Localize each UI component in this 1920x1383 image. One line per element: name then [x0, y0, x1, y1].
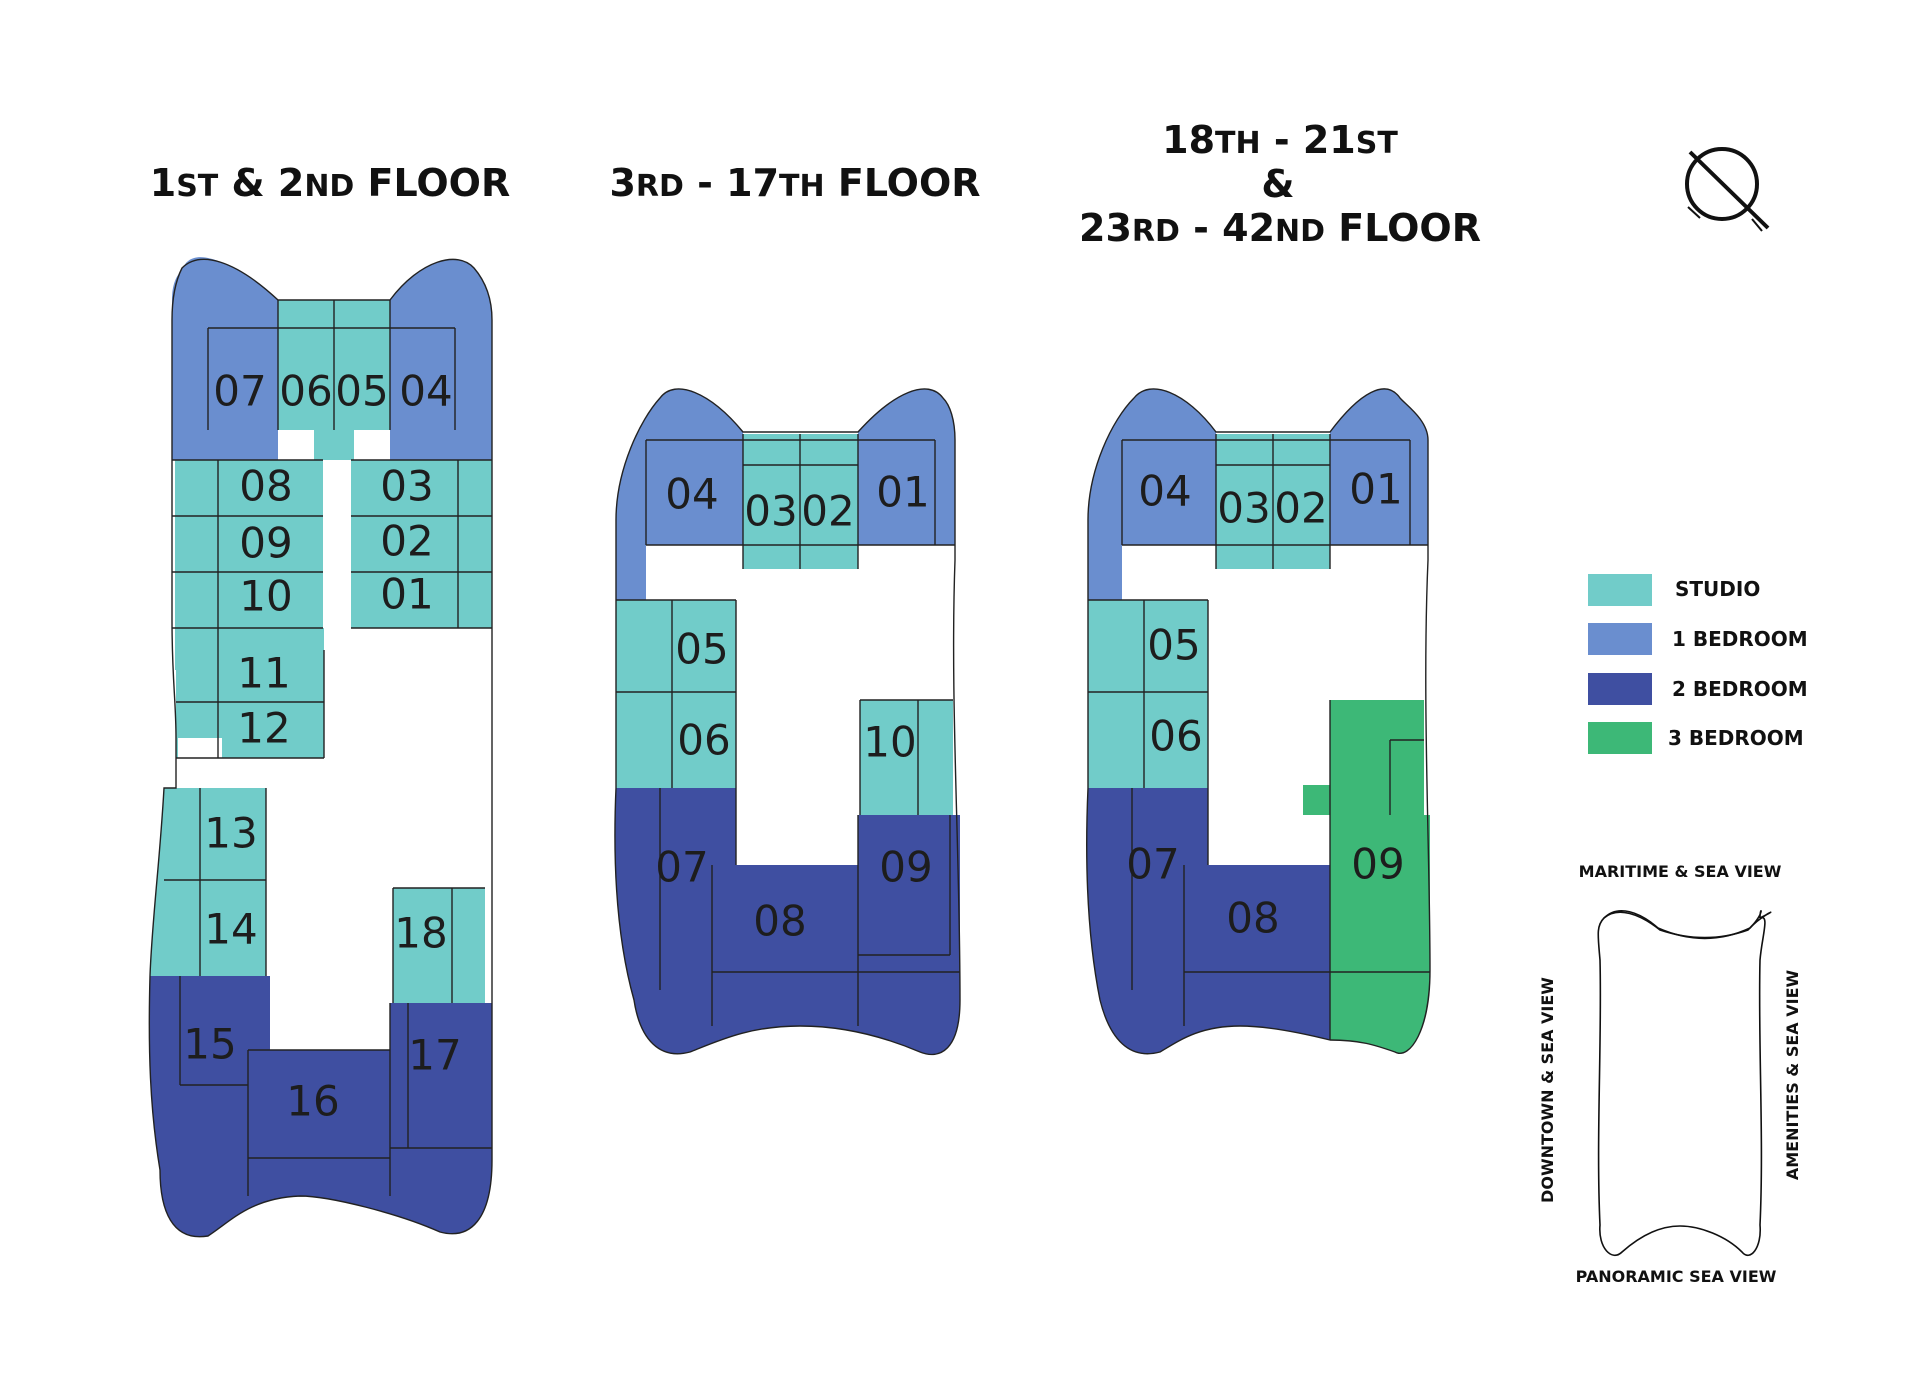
building-outline [1597, 911, 1772, 1257]
legend-swatch-2-bedroom [1588, 673, 1652, 705]
plan-1st-2nd-floor: 07 06 05 04 08 03 09 02 10 01 11 12 13 1… [148, 257, 493, 1238]
unit-label: 05 [335, 367, 388, 416]
unit-label: 01 [1349, 465, 1402, 514]
unit-label: 08 [1226, 894, 1279, 943]
unit-label: 04 [1138, 467, 1191, 516]
legend-swatch-3-bedroom [1588, 722, 1652, 754]
unit-label: 01 [876, 468, 929, 517]
unit-label: 02 [380, 517, 433, 566]
unit-label: 04 [399, 367, 452, 416]
view-left-label: DOWNTOWN & SEA VIEW [1538, 977, 1557, 1203]
plan-3-title-line1: 18TH - 21ST [1162, 118, 1398, 162]
legend: STUDIO 1 BEDROOM 2 BEDROOM 3 BEDROOM [1588, 574, 1808, 754]
legend-swatch-studio [1588, 574, 1652, 606]
unit-label: 02 [801, 487, 854, 536]
legend-swatch-1-bedroom [1588, 623, 1652, 655]
unit-label: 07 [1126, 840, 1179, 889]
view-top-label: MARITIME & SEA VIEW [1579, 862, 1782, 881]
unit-label: 08 [239, 462, 292, 511]
unit-label: 09 [879, 843, 932, 892]
unit-label: 11 [237, 649, 290, 698]
unit-label: 09 [239, 519, 292, 568]
unit-label: 01 [380, 570, 433, 619]
unit-label: 13 [204, 809, 257, 858]
unit-label: 02 [1274, 484, 1327, 533]
view-bottom-label: PANORAMIC SEA VIEW [1576, 1267, 1777, 1286]
legend-label-2-bedroom: 2 BEDROOM [1672, 677, 1808, 701]
plan-1-title: 1ST & 2ND FLOOR [150, 161, 511, 205]
unit-label: 15 [183, 1020, 236, 1069]
unit-label: 07 [213, 367, 266, 416]
unit-label: 03 [1217, 484, 1270, 533]
unit-block-bottom-2bed [149, 976, 493, 1237]
unit-label: 05 [675, 625, 728, 674]
unit-label: 05 [1147, 621, 1200, 670]
legend-label-studio: STUDIO [1675, 577, 1760, 601]
unit-label: 09 [1351, 840, 1404, 889]
unit-label: 14 [204, 905, 257, 954]
unit-label: 10 [239, 572, 292, 621]
compass-icon [1685, 147, 1770, 232]
views-key: MARITIME & SEA VIEW PANORAMIC SEA VIEW D… [1538, 862, 1802, 1286]
unit-label: 03 [744, 487, 797, 536]
unit-label: 06 [279, 367, 332, 416]
unit-label: 03 [380, 462, 433, 511]
plan-2-title: 3RD - 17TH FLOOR [609, 161, 980, 205]
unit-label: 12 [237, 704, 290, 753]
plan-3-title-line3: 23RD - 42ND FLOOR [1079, 206, 1481, 250]
unit-label: 07 [655, 843, 708, 892]
unit-label: 06 [677, 716, 730, 765]
legend-label-3-bedroom: 3 BEDROOM [1668, 726, 1804, 750]
unit-label: 18 [394, 909, 447, 958]
plan-3rd-17th-floor: 04 03 02 01 05 06 10 07 08 09 [614, 388, 961, 1056]
legend-label-1-bedroom: 1 BEDROOM [1672, 627, 1808, 651]
plan-3-title-line2: & [1261, 162, 1294, 206]
plan-18th-42nd-floor: 04 03 02 01 05 06 07 08 09 [1086, 388, 1431, 1055]
unit-label: 10 [863, 718, 916, 767]
unit-label: 04 [665, 470, 718, 519]
unit-label: 16 [286, 1077, 339, 1126]
unit-label: 06 [1149, 712, 1202, 761]
view-right-label: AMENITIES & SEA VIEW [1783, 969, 1802, 1180]
unit-label: 08 [753, 897, 806, 946]
unit-label: 17 [408, 1031, 461, 1080]
